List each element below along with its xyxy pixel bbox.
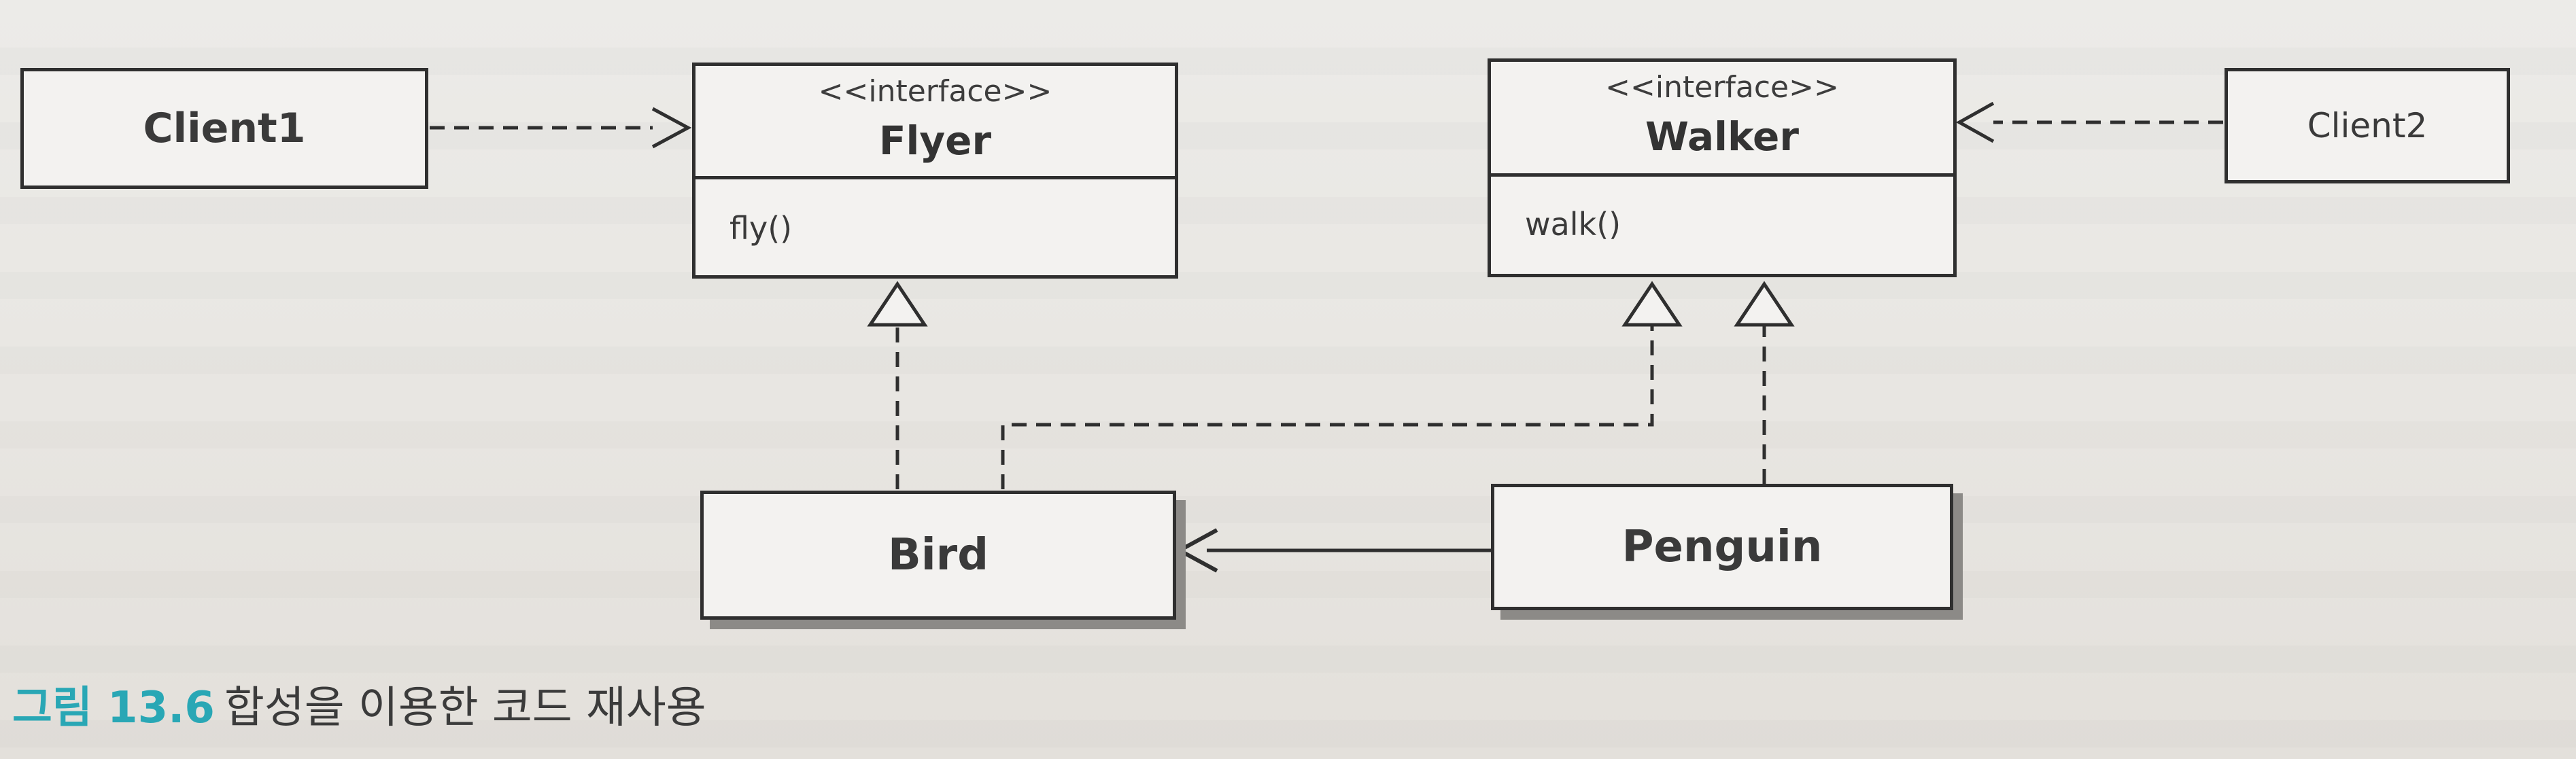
bird-to-flyer-triangle — [867, 281, 928, 327]
walker-method: walk() — [1525, 206, 1621, 243]
client2-box: Client2 — [2225, 68, 2510, 183]
flyer-divider — [695, 176, 1175, 179]
bird-box: Bird — [700, 491, 1176, 620]
penguin-label: Penguin — [1621, 522, 1823, 572]
flyer-name: Flyer — [878, 118, 992, 164]
flyer-method: fly() — [729, 210, 793, 247]
walker-stereotype: <<interface>> — [1605, 70, 1839, 105]
caption-text: 합성을 이용한 코드 재사용 — [224, 683, 706, 733]
bird-label: Bird — [887, 530, 989, 580]
flyer-interface-box: <<interface>> Flyer fly() — [692, 63, 1178, 279]
penguin-box: Penguin — [1491, 484, 1953, 610]
walker-interface-box: <<interface>> Walker walk() — [1488, 58, 1957, 277]
bird-to-walker-triangle — [1621, 281, 1683, 327]
flyer-stereotype: <<interface>> — [818, 74, 1052, 109]
client2-label: Client2 — [2307, 106, 2428, 145]
penguin-to-bird-arrowhead — [1175, 528, 1218, 573]
client1-label: Client1 — [143, 105, 306, 152]
client1-box: Client1 — [20, 68, 428, 189]
walker-name: Walker — [1645, 113, 1799, 160]
client2-to-walker-arrowhead — [1955, 101, 1995, 143]
client1-to-flyer-arrowhead — [651, 107, 692, 149]
bird-to-walker-line — [1001, 325, 1654, 489]
caption-label: 그림 13.6 — [12, 683, 215, 733]
walker-divider — [1491, 173, 1953, 177]
penguin-to-walker-triangle — [1734, 281, 1795, 327]
